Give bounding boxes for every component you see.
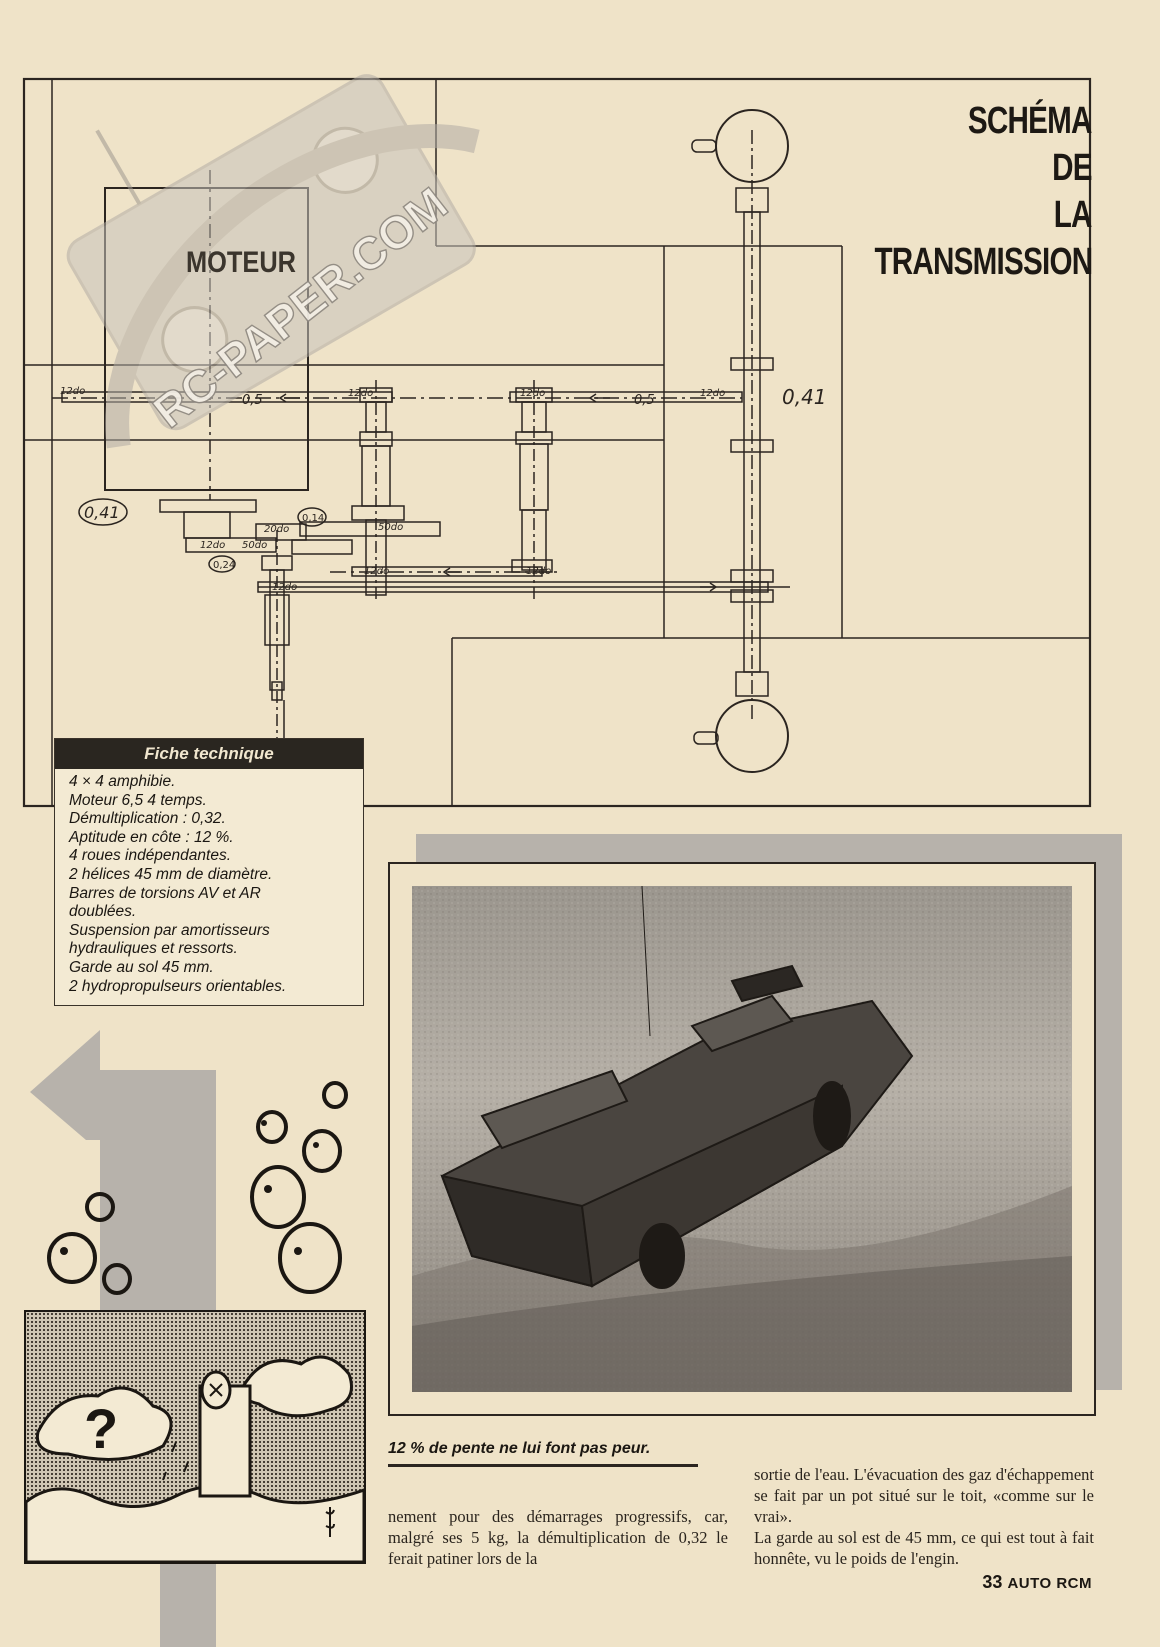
motor-label: MOTEUR xyxy=(186,246,296,279)
tint-block-top xyxy=(416,834,1122,862)
fiche-item: hydrauliques et ressorts. xyxy=(69,940,238,958)
ratio-mid-2-label: 0,5 xyxy=(242,393,263,408)
page-footer: 33 AUTO RCM xyxy=(982,1572,1092,1593)
fiche-item: 2 hélices 45 mm de diamètre. xyxy=(69,865,273,883)
fiche-item: Moteur 6,5 4 temps. xyxy=(69,791,207,809)
article-col2-para1: sortie de l'eau. L'évacuation des gaz d'… xyxy=(754,1465,1094,1526)
gear-label: 12do xyxy=(60,386,85,397)
bubbles-illustration xyxy=(47,1081,348,1295)
gear-label: 50do xyxy=(378,522,403,533)
transmission-diagram: RC-PAPER.COM MOTEUR 0,41 0,41 0,14 0,24 … xyxy=(22,74,1092,808)
fiche-item: Barres de torsions AV et AR xyxy=(69,884,261,902)
gear-label: 12do xyxy=(272,582,297,593)
fiche-technique: Fiche technique 4 × 4 amphibie.Moteur 6,… xyxy=(54,738,364,1006)
gear-label: 20do xyxy=(264,524,289,535)
gear-label: 12do xyxy=(520,388,545,399)
gear-label: 12do xyxy=(348,388,373,399)
fiche-list: 4 × 4 amphibie.Moteur 6,5 4 temps.Démult… xyxy=(69,773,363,996)
article-column-2: sortie de l'eau. L'évacuation des gaz d'… xyxy=(754,1464,1094,1569)
fiche-item: Suspension par amortisseurs xyxy=(69,921,270,939)
gear-label: 12do xyxy=(200,540,225,551)
gear-label: 12do xyxy=(700,388,725,399)
fiche-item: 4 roues indépendantes. xyxy=(69,847,232,865)
question-mark: ? xyxy=(84,1397,118,1460)
photo-caption: 12 % de pente ne lui font pas peur. xyxy=(388,1440,698,1467)
title-line-4: TRANSMISSION xyxy=(874,241,1093,283)
fiche-item: 2 hydropropulseurs orientables. xyxy=(69,977,287,995)
fiche-item: Garde au sol 45 mm. xyxy=(69,958,214,976)
ratio-small-2-label: 0,24 xyxy=(213,560,235,571)
gear-label: 50do xyxy=(242,540,267,551)
magazine-brand: AUTO RCM xyxy=(1007,1575,1092,1592)
ratio-left-label: 0,41 xyxy=(84,503,120,522)
fiche-item: Aptitude en côte : 12 %. xyxy=(69,828,234,846)
photo-frame xyxy=(388,862,1096,1416)
article-col2-para2: La garde au sol est de 45 mm, ce qui est… xyxy=(754,1528,1094,1568)
ratio-mid-label: 0,5 xyxy=(634,393,655,408)
title-line-1: SCHÉMA xyxy=(968,100,1093,142)
fiche-item: 4 × 4 amphibie. xyxy=(69,773,176,790)
fiche-item: Démultiplication : 0,32. xyxy=(69,810,226,828)
fiche-heading: Fiche technique xyxy=(55,739,363,769)
cartoon-drawing: ? xyxy=(26,1355,364,1562)
page-number: 33 xyxy=(982,1572,1003,1592)
title-line-2: DE xyxy=(1052,147,1092,189)
vehicle-photo xyxy=(412,886,1072,1392)
article-col1-text: nement pour des démarrages progressifs, … xyxy=(388,1507,728,1568)
gear-label: 12do xyxy=(526,566,551,577)
cartoon-panel: ? xyxy=(24,1310,366,1564)
fiche-item: doublées. xyxy=(69,903,137,921)
ratio-small-1-label: 0,14 xyxy=(302,513,324,524)
article-column-1: nement pour des démarrages progressifs, … xyxy=(388,1506,728,1569)
gear-label: 12do xyxy=(364,566,389,577)
tint-block-right xyxy=(1092,834,1122,1390)
ratio-right-label: 0,41 xyxy=(782,385,827,409)
title-line-3: LA xyxy=(1054,194,1093,236)
